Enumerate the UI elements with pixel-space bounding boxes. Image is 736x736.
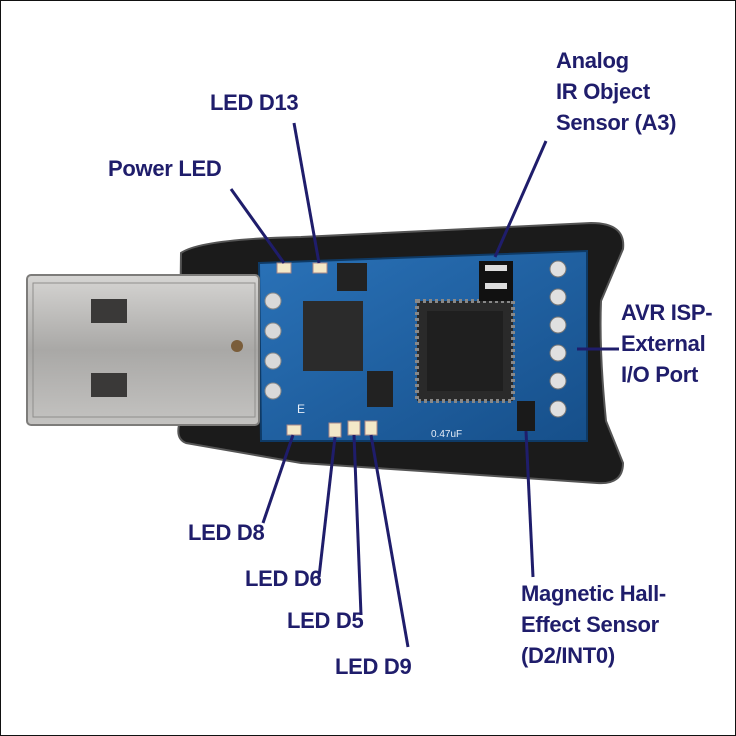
avr-microcontroller xyxy=(415,299,515,403)
small-ic xyxy=(367,371,393,407)
label-led-d5: LED D5 xyxy=(287,608,364,633)
silkscreen-value: 0.47uF xyxy=(431,429,462,440)
leds xyxy=(276,262,378,438)
leader-ir-sensor xyxy=(493,140,548,258)
leader-led-d13 xyxy=(292,122,321,264)
leader-power-led xyxy=(229,188,286,264)
leader-led-d5 xyxy=(352,434,363,616)
leader-led-d8 xyxy=(261,434,295,524)
usb-connector xyxy=(26,274,260,426)
ir-sensor-component xyxy=(479,261,513,301)
usb-controller-chip xyxy=(303,301,363,371)
hall-sensor-component xyxy=(517,401,535,431)
silkscreen-mark: E xyxy=(297,402,305,416)
label-ir-object-sensor: Analog IR Object Sensor (A3) xyxy=(556,48,677,135)
label-led-d13: LED D13 xyxy=(210,90,299,115)
leader-lines xyxy=(229,122,619,648)
label-led-d6: LED D6 xyxy=(245,566,322,591)
label-led-d8: LED D8 xyxy=(188,520,265,545)
leader-led-d6 xyxy=(317,436,337,578)
label-hall-effect-sensor: Magnetic Hall- Effect Sensor (D2/INT0) xyxy=(521,581,666,668)
label-led-d9: LED D9 xyxy=(335,654,412,679)
usb-solder-pads xyxy=(264,292,282,400)
label-power-led: Power LED xyxy=(108,156,222,181)
leader-led-d9 xyxy=(369,434,410,648)
label-avr-isp-port: AVR ISP- External I/O Port xyxy=(621,300,713,387)
isp-header-pads xyxy=(549,260,567,418)
leader-hall-sensor xyxy=(524,430,535,578)
small-chip-top xyxy=(337,263,367,291)
